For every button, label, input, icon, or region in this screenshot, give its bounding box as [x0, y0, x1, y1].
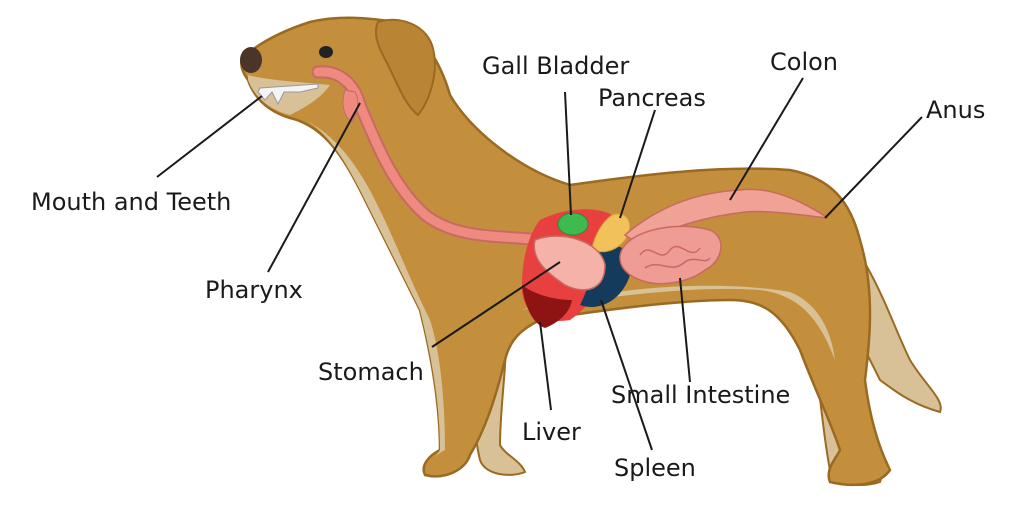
pancreas [591, 213, 630, 253]
leader-lines [156, 77, 923, 451]
dog-nose [240, 47, 262, 73]
label-stomach: Stomach [318, 358, 424, 386]
label-colon: Colon [770, 48, 838, 76]
leader-small-intestine [679, 277, 691, 383]
gall-bladder [557, 212, 589, 236]
leader-stomach [431, 261, 561, 348]
label-spleen: Spleen [614, 454, 696, 482]
liver-lobe-dark [522, 285, 572, 328]
label-small-intestine: Small Intestine [611, 381, 790, 409]
small-intestine-coils [639, 245, 711, 269]
label-anus: Anus [926, 96, 985, 124]
leader-liver [539, 321, 552, 411]
dog-ear [374, 18, 436, 117]
dog-eye [319, 46, 333, 58]
label-pancreas: Pancreas [598, 84, 706, 112]
leader-pancreas [619, 109, 656, 219]
dog-teeth [257, 83, 319, 106]
leader-colon [729, 77, 804, 201]
leader-anus [824, 116, 923, 219]
label-mouth-and-teeth: Mouth and Teeth [31, 188, 231, 216]
leader-mouth [156, 95, 263, 178]
small-intestine [619, 225, 722, 285]
leader-pharynx [267, 102, 361, 273]
label-pharynx: Pharynx [205, 276, 303, 304]
spleen [580, 246, 631, 307]
leader-spleen [600, 299, 653, 451]
stomach [533, 235, 606, 291]
leader-gall-bladder [564, 91, 572, 216]
labels: Mouth and Teeth Pharynx Stomach Gall Bla… [31, 48, 985, 482]
digestive-organs [311, 65, 829, 328]
label-liver: Liver [522, 418, 581, 446]
esophagus-inner [313, 67, 545, 245]
label-gall-bladder: Gall Bladder [482, 52, 629, 80]
colon [623, 188, 829, 246]
